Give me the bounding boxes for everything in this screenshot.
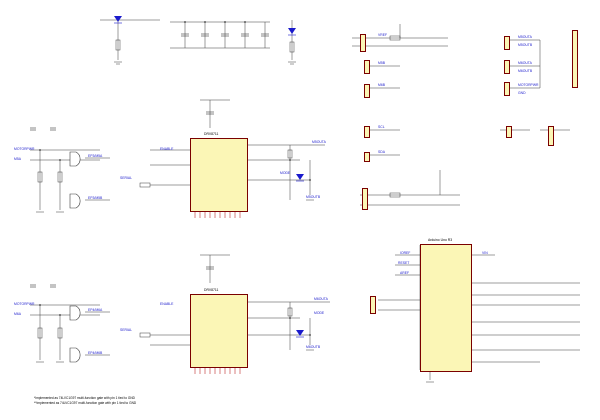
net-label: M5A	[14, 157, 21, 161]
net-label: AREF	[400, 271, 410, 275]
header-connector-icon	[364, 84, 370, 98]
net-label: EP3/M5B	[88, 196, 103, 200]
net-label: M6A	[14, 312, 21, 316]
header-connector-icon	[504, 60, 510, 74]
net-label: SERIAL	[120, 176, 133, 180]
footnote-1: *Implemented as 74LVC1G97 multi-function…	[34, 396, 135, 400]
ground-icon	[36, 61, 434, 383]
header-connector-icon	[370, 296, 376, 314]
net-label: M6B	[378, 83, 385, 87]
net-label: MODE	[314, 311, 325, 315]
arduino-chip	[420, 244, 472, 372]
arduino-chip-title: Arduino Uno R3	[428, 238, 453, 242]
driver-chip-1	[190, 138, 248, 212]
net-label: EP4/M6A	[88, 308, 103, 312]
logic-gate-icon	[69, 151, 81, 363]
header-connector-icon	[364, 60, 370, 74]
net-label: SCL	[378, 125, 385, 129]
net-label: M6OUTB	[306, 345, 321, 349]
net-label: M5OUTB	[518, 43, 533, 47]
driver-chip-2-title: DRV8711	[204, 288, 219, 292]
capacitor-icon	[30, 33, 269, 288]
net-label: EP4/M6B	[88, 351, 103, 355]
footnote-2: **Implemented as 74LVC1G97 multi-functio…	[34, 401, 137, 405]
net-label: M5OUTB	[306, 195, 321, 199]
led-icon	[288, 28, 304, 338]
header-connector-icon	[362, 188, 368, 210]
header-connector-icon	[548, 126, 554, 146]
net-label: M6OUTA	[518, 61, 532, 65]
driver-chip-2	[190, 294, 248, 368]
net-label: M5OUTA	[518, 35, 532, 39]
header-connector-icon	[364, 152, 370, 162]
net-label: VIN	[482, 251, 488, 255]
net-label: M5OUTA	[312, 140, 326, 144]
net-label: VREF	[378, 33, 388, 37]
driver-chip-1-title: DRV8711	[204, 132, 219, 136]
header-connector-icon	[360, 34, 366, 52]
resistor-icon	[37, 35, 401, 339]
header-connector-icon	[506, 126, 512, 138]
pin-ticks	[194, 212, 241, 374]
net-label: MOTORPWR	[518, 83, 539, 87]
junctions	[39, 21, 311, 336]
header-connector-icon	[364, 126, 370, 138]
wires	[30, 19, 580, 380]
net-label: M5B	[378, 61, 385, 65]
net-label: GND	[518, 91, 526, 95]
net-label: ENABLE	[160, 302, 174, 306]
diode-icon	[114, 16, 122, 24]
net-label: IOREF	[400, 251, 411, 255]
net-label: MOTORPWR	[14, 302, 35, 306]
net-label: SDA	[378, 150, 385, 154]
net-label: MODE	[280, 171, 291, 175]
net-label: RESET	[398, 261, 410, 265]
header-connector-icon	[504, 36, 510, 50]
net-label: MOTORPWR	[14, 147, 35, 151]
net-label: M6OUTB	[518, 69, 533, 73]
header-connector-icon	[504, 82, 510, 96]
net-label: SERIAL	[120, 328, 133, 332]
header-connector-icon	[572, 30, 578, 88]
net-label: EP3/M5A	[88, 154, 103, 158]
net-label: M6OUTA	[314, 297, 328, 301]
net-label: ENABLE	[160, 147, 174, 151]
